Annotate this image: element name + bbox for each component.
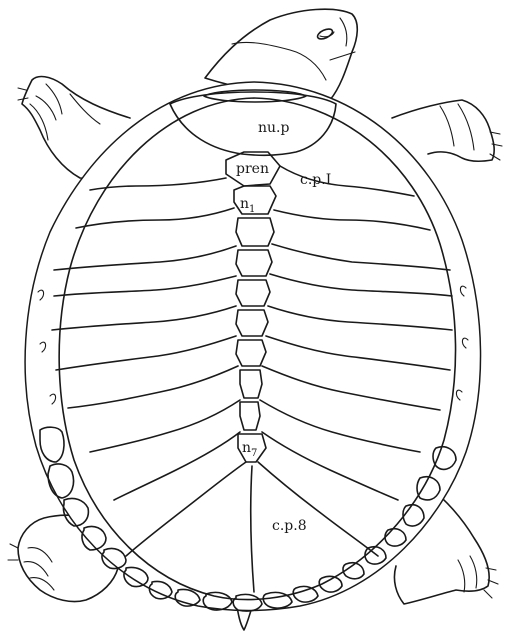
label-costal-plate-1: c.p.I	[300, 172, 331, 188]
label-nuchal-plate: nu.p	[258, 120, 289, 136]
eye-icon	[316, 27, 334, 41]
label-costal-plate-8: c.p.8	[272, 518, 307, 534]
label-preneural: pren	[236, 161, 269, 177]
